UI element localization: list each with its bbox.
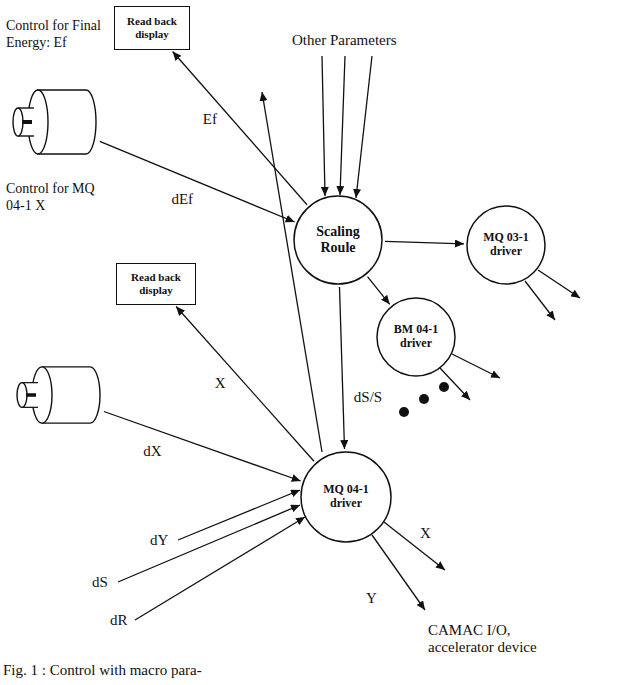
circle-text-holder: Scaling Roule — [293, 195, 383, 285]
connector-label: dS/S — [352, 389, 384, 406]
signal-name: dS — [92, 574, 108, 591]
output-wire — [384, 522, 445, 570]
signal-connector — [176, 307, 314, 462]
readback-box: Read back display — [114, 6, 190, 50]
ellipsis-dot — [439, 382, 449, 392]
device-note: CAMAC I/O, accelerator device — [428, 622, 568, 657]
driver-circle: BM 04-1 driver — [376, 297, 456, 377]
connector-label: dEf — [169, 191, 195, 208]
ellipsis-dot — [399, 407, 409, 417]
circle-border — [301, 452, 391, 542]
control-knob: Control for Final Energy: Ef — [8, 80, 98, 164]
output-wire — [452, 354, 500, 378]
signal-connector — [104, 412, 301, 482]
connector-label: Ef — [201, 111, 219, 128]
signal-connector — [173, 52, 307, 205]
signal-name: Y — [366, 590, 377, 607]
signal-name: dY — [150, 532, 168, 549]
control-heading: Control for Final Energy: Ef — [6, 18, 118, 52]
driver-label: MQ 03-1 driver — [479, 231, 533, 259]
driver-label: MQ 04-1 driver — [317, 483, 375, 511]
figure-caption: Fig. 1 : Control with macro para- — [3, 662, 202, 679]
knob-symbol — [8, 80, 98, 164]
readback-text: Read back display — [121, 271, 191, 297]
connector-label: dX — [141, 443, 163, 460]
control-knob: Control for MQ 04-1 X — [12, 358, 102, 432]
driver-circle: MQ 03-1 driver — [466, 205, 546, 285]
input-wire — [178, 490, 300, 540]
driver-circle: Scaling Roule — [293, 195, 383, 285]
signal-name: X — [420, 525, 431, 542]
circle-border — [377, 298, 455, 376]
circle-text-holder: MQ 03-1 driver — [466, 205, 546, 285]
signal-connector — [368, 277, 390, 305]
input-wire — [135, 517, 305, 620]
connector-label: X — [213, 375, 228, 392]
readback-box: Read back display — [116, 263, 196, 305]
driver-circle: MQ 04-1 driver — [300, 451, 392, 543]
control-heading: Control for MQ 04-1 X — [6, 181, 116, 215]
circle-text-holder: MQ 04-1 driver — [300, 451, 392, 543]
signal-connector — [100, 141, 295, 222]
ellipsis-dot — [419, 394, 429, 404]
parameter-wire — [322, 56, 325, 196]
driver-label: Scaling Roule — [306, 224, 370, 256]
output-wire — [538, 270, 580, 298]
parameter-wire — [340, 56, 345, 195]
parameter-wire — [356, 56, 372, 198]
driver-label: BM 04-1 driver — [389, 323, 443, 351]
signal-connector — [385, 241, 464, 243]
input-wire — [118, 505, 300, 582]
readback-text: Read back display — [119, 15, 185, 41]
signal-connector — [340, 287, 345, 449]
output-wire — [525, 281, 555, 320]
circle-border — [467, 206, 545, 284]
knob-symbol — [12, 358, 102, 432]
signal-name: dR — [110, 612, 128, 629]
circle-text-holder: BM 04-1 driver — [376, 297, 456, 377]
output-wire — [440, 368, 470, 400]
signal-name: Other Parameters — [292, 32, 397, 49]
output-wire — [372, 535, 425, 610]
circle-border — [294, 196, 382, 284]
